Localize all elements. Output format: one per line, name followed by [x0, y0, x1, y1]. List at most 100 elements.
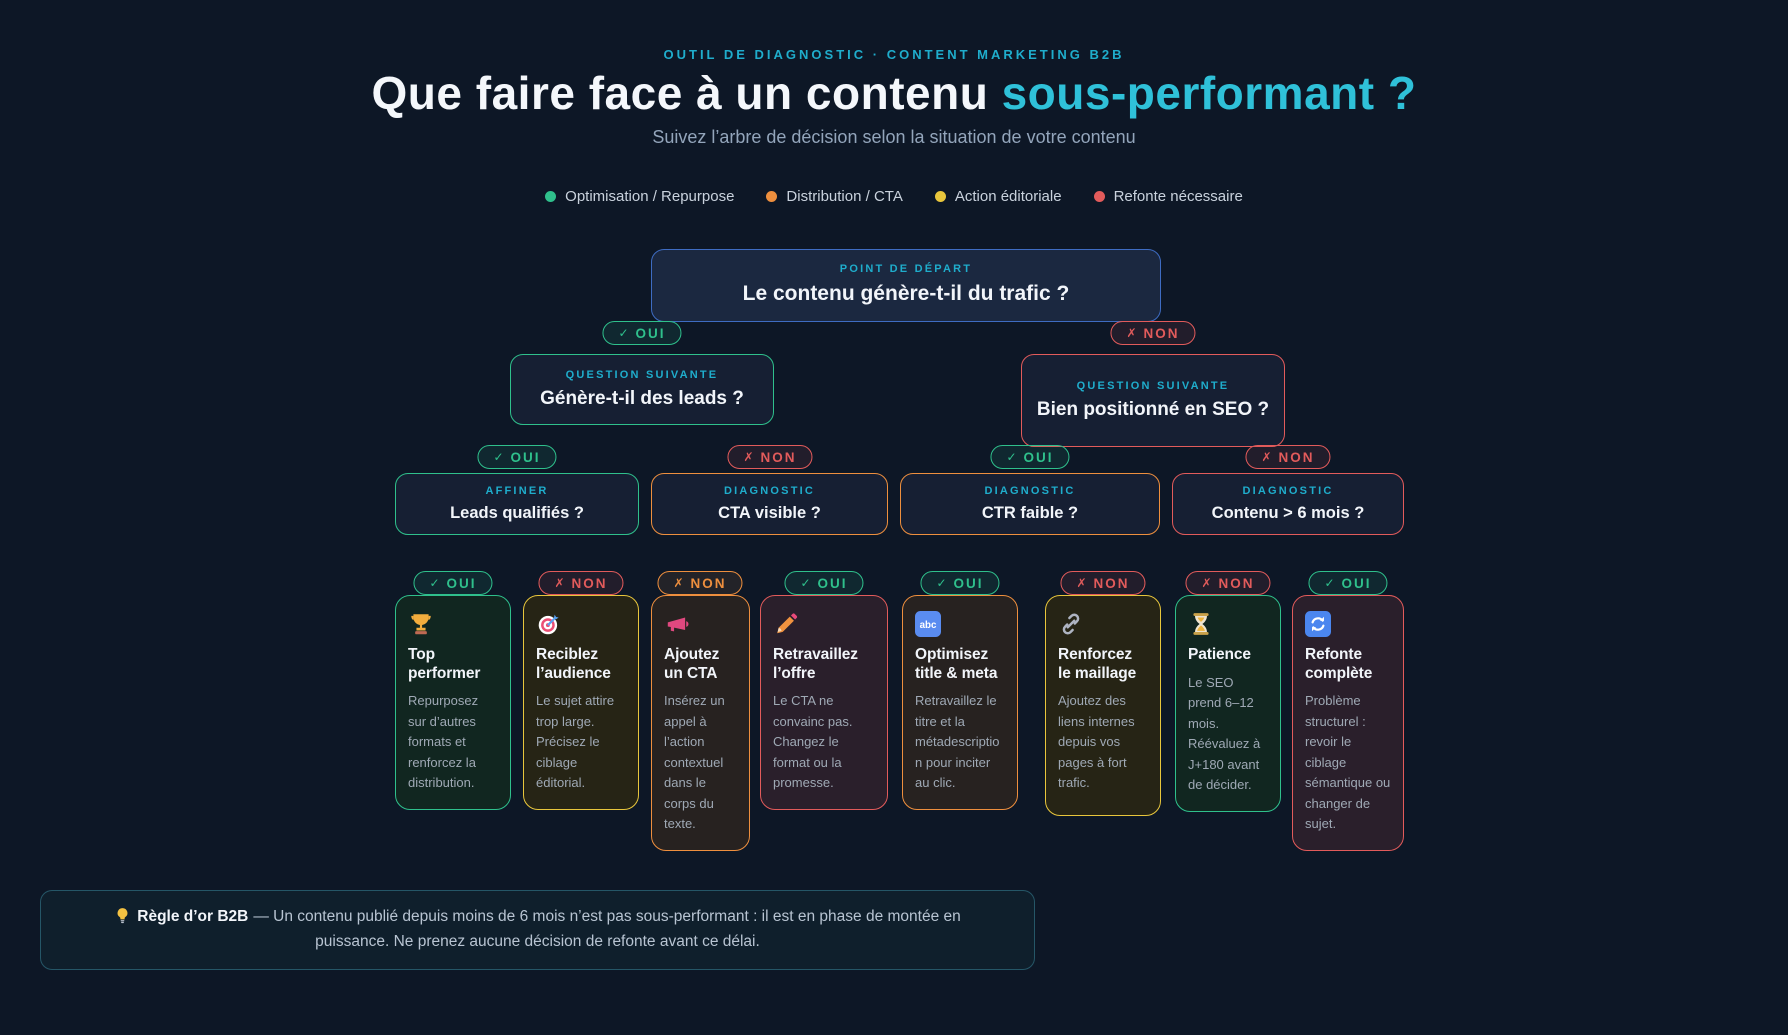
page-title: Que faire face à un contenu sous-perform… [0, 68, 1788, 119]
edge-badge-label: NON [1218, 575, 1255, 591]
card-text: Le SEO prend 6–12 mois. Réévaluez à J+18… [1188, 674, 1261, 793]
edge-badge-label: OUI [1023, 449, 1054, 465]
edge-badge-non: ✗ NON [1185, 571, 1271, 595]
edge-badge-label: OUI [817, 575, 848, 591]
check-icon: ✓ [618, 326, 629, 340]
legend-dot [766, 191, 778, 202]
link-icon [1058, 611, 1084, 637]
edge-badge-oui: ✓OUI [920, 571, 1000, 595]
lightbulb-icon [114, 907, 131, 924]
edge-badge-oui: ✓ OUI [990, 445, 1070, 469]
card-title: Top performer [408, 646, 481, 682]
card-title: Optimisez title & meta [915, 646, 998, 682]
check-icon: ✓ [1006, 450, 1017, 464]
cross-icon: ✗ [743, 450, 754, 464]
diagnostic-node-cta-visible: DIAGNOSTIC CTA visible ? [651, 473, 888, 535]
question-node-leads: QUESTION SUIVANTE Génère-t-il des leads … [510, 354, 774, 425]
result-card-renforcez-maillage: Renforcez le maillage Ajoutez des liens … [1045, 595, 1161, 816]
legend-item-editoriale: Action éditoriale [934, 188, 1062, 205]
rule-title: Règle d’or B2B [137, 908, 249, 925]
card-title: Retravaillez l’offre [773, 646, 858, 682]
legend-label: Optimisation / Repurpose [565, 188, 735, 205]
page-title-accent: sous-performant ? [1001, 67, 1417, 119]
legend-item-refonte: Refonte nécessaire [1093, 188, 1243, 205]
node-label: QUESTION SUIVANTE [565, 368, 719, 381]
legend-item-optimisation: Optimisation / Repurpose [545, 188, 734, 205]
edge-badge-label: NON [1278, 449, 1315, 465]
edge-badge-oui: ✓ OUI [477, 445, 557, 469]
target-icon [536, 611, 562, 637]
diagnostic-node-ctr-faible: DIAGNOSTIC CTR faible ? [900, 473, 1160, 535]
result-card-retravaillez-offre: Retravaillez l’offre Le CTA ne convainc … [760, 595, 888, 810]
node-label: DIAGNOSTIC [984, 484, 1076, 497]
page-subtitle: Suivez l’arbre de décision selon la situ… [652, 127, 1136, 147]
trophy-icon [408, 611, 434, 637]
edge-badge-label: OUI [510, 449, 541, 465]
node-label: QUESTION SUIVANTE [1076, 379, 1230, 392]
card-title: Reciblez l’audience [536, 646, 611, 682]
diagnostic-node-contenu-6-mois: DIAGNOSTIC Contenu > 6 mois ? [1172, 473, 1404, 535]
card-text: Insérez un appel à l’action contextuel d… [664, 693, 725, 832]
check-icon: ✓ [800, 576, 811, 590]
edge-badge-oui: ✓ OUI [1308, 571, 1388, 595]
edge-badge-non: ✗NON [538, 571, 624, 595]
cross-icon: ✗ [554, 576, 565, 590]
edge-badge-oui: ✓OUI [602, 321, 682, 345]
card-text: Le sujet attire trop large. Précisez le … [536, 693, 615, 791]
result-card-reciblez-audience: Reciblez l’audience Le sujet attire trop… [523, 595, 639, 810]
node-label: DIAGNOSTIC [1242, 484, 1334, 497]
card-text: Ajoutez des liens internes depuis vos pa… [1058, 693, 1135, 791]
rule-text: Règle d’or B2B— Un contenu publié depuis… [81, 905, 994, 955]
node-question: CTR faible ? [981, 503, 1079, 522]
cross-icon: ✗ [1076, 576, 1087, 590]
edge-badge-label: NON [690, 575, 727, 591]
edge-badge-label: OUI [446, 575, 477, 591]
check-icon: ✓ [429, 576, 440, 590]
node-label: POINT DE DÉPART [839, 263, 973, 276]
cross-icon: ✗ [673, 576, 684, 590]
card-text: Repurposez sur d’autres formats et renfo… [408, 693, 479, 791]
legend-item-distribution: Distribution / CTA [766, 188, 903, 205]
node-question: Leads qualifiés ? [450, 503, 584, 522]
refresh-icon [1305, 611, 1331, 637]
edge-badge-non: ✗ NON [1060, 571, 1146, 595]
cross-icon: ✗ [1261, 450, 1272, 464]
card-text: Problème structurel : revoir le ciblage … [1305, 693, 1391, 832]
edge-badge-label: NON [1093, 575, 1130, 591]
node-label: AFFINER [485, 484, 549, 497]
card-title: Ajoutez un CTA [664, 646, 720, 682]
card-title: Patience [1188, 646, 1251, 663]
edge-badge-non: ✗ NON [1245, 445, 1331, 469]
edge-badge-label: OUI [953, 575, 984, 591]
legend-dot [545, 191, 557, 202]
question-node-seo: QUESTION SUIVANTE Bien positionné en SEO… [1021, 354, 1285, 447]
golden-rule-note: Règle d’or B2B— Un contenu publié depuis… [40, 890, 1035, 970]
edge-badge-non: ✗ NON [657, 571, 743, 595]
edge-badge-label: OUI [1341, 575, 1372, 591]
check-icon: ✓ [493, 450, 504, 464]
pencil-icon [773, 611, 799, 637]
result-card-optimisez-title-meta: abc Optimisez title & meta Retravaillez … [902, 595, 1018, 810]
card-title: Renforcez le maillage [1058, 646, 1137, 682]
hourglass-icon [1188, 611, 1214, 637]
legend-label: Refonte nécessaire [1113, 188, 1243, 205]
edge-badge-oui: ✓ OUI [413, 571, 493, 595]
result-card-patience: Patience Le SEO prend 6–12 mois. Réévalu… [1175, 595, 1281, 812]
abc-icon: abc [915, 611, 941, 637]
edge-badge-non: ✗NON [727, 445, 813, 469]
page-title-main: Que faire face à un contenu [371, 67, 1002, 119]
edge-badge-non: ✗NON [1110, 321, 1196, 345]
diagnostic-node-leads-qualifies: AFFINER Leads qualifiés ? [395, 473, 639, 535]
result-card-ajoutez-cta: Ajoutez un CTA Insérez un appel à l’acti… [651, 595, 750, 851]
cross-icon: ✗ [1201, 576, 1212, 590]
rule-body: — Un contenu publié depuis moins de 6 mo… [253, 908, 961, 950]
megaphone-icon [664, 611, 690, 637]
legend: Optimisation / Repurpose Distribution / … [0, 188, 1788, 205]
node-question: Le contenu génère-t-il du trafic ? [742, 282, 1070, 306]
cross-icon: ✗ [1126, 326, 1137, 340]
svg-text:abc: abc [920, 620, 937, 631]
check-icon: ✓ [1324, 576, 1335, 590]
legend-label: Action éditoriale [954, 188, 1062, 205]
result-card-refonte-complete: Refonte complète Problème structurel : r… [1292, 595, 1404, 851]
